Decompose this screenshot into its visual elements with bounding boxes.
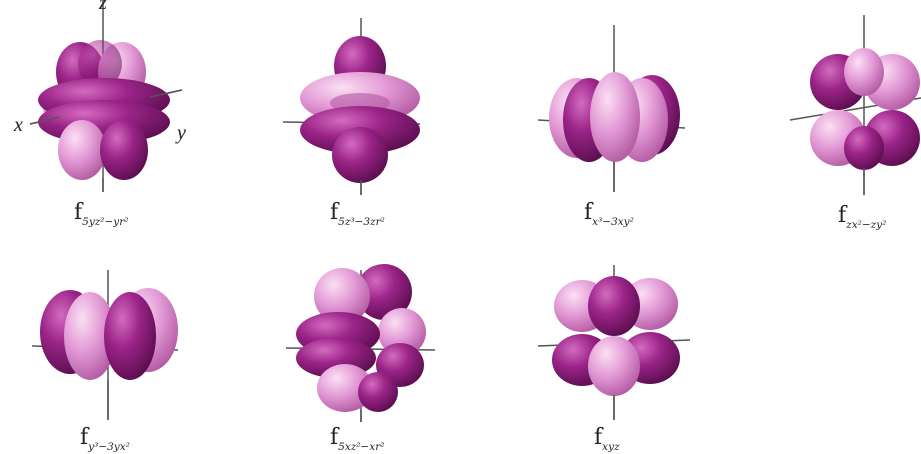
- orbital-f-5z3-3zr2: [282, 18, 421, 195]
- orbital-subscript: 5z³−3zr²: [338, 216, 385, 228]
- orbital-subscript: 5xz²−xr²: [338, 441, 385, 453]
- label-f-5z3-3zr2: f5z³−3zr²: [330, 200, 385, 228]
- orbital-symbol: f: [838, 203, 847, 228]
- orbital-symbol: f: [330, 200, 339, 225]
- orbital-f-5xz2-xr2: [285, 264, 436, 422]
- orbital-symbol: f: [330, 425, 339, 450]
- orbital-subscript: zx²−zy²: [846, 219, 887, 231]
- label-f-xyz: fxyz: [594, 425, 620, 453]
- axis-label-y: y: [177, 122, 186, 144]
- orbital-symbol: f: [584, 200, 593, 225]
- label-f-5yz2-yr2: f5yz²−yr²: [74, 200, 128, 228]
- label-f-5xz2-xr2: f5xz²−xr²: [330, 425, 384, 453]
- orbital-f-zx2-zy2: [789, 15, 921, 195]
- axis-label-x: x: [14, 114, 23, 136]
- orbital-symbol: f: [74, 200, 83, 225]
- orbital-symbol: f: [80, 425, 89, 450]
- orbital-subscript: xyz: [602, 441, 620, 453]
- orbital-subscript: y³−3yx²: [88, 441, 130, 453]
- orbital-f-x3-3xy2: [537, 25, 686, 192]
- orbital-subscript: x³−3xy²: [592, 216, 634, 228]
- orbital-f-y3-3yx2: [31, 270, 179, 420]
- orbital-f-5yz2-yr2: [29, 0, 183, 192]
- axis-label-z: z: [99, 0, 107, 14]
- orbital-f-xyz: [537, 265, 691, 420]
- orbital-symbol: f: [594, 425, 603, 450]
- orbital-subscript: 5yz²−yr²: [82, 216, 129, 228]
- label-f-x3-3xy2: fx³−3xy²: [584, 200, 634, 228]
- label-f-y3-3yx2: fy³−3yx²: [80, 425, 130, 453]
- label-f-zx2-zy2: fzx²−zy²: [838, 203, 886, 231]
